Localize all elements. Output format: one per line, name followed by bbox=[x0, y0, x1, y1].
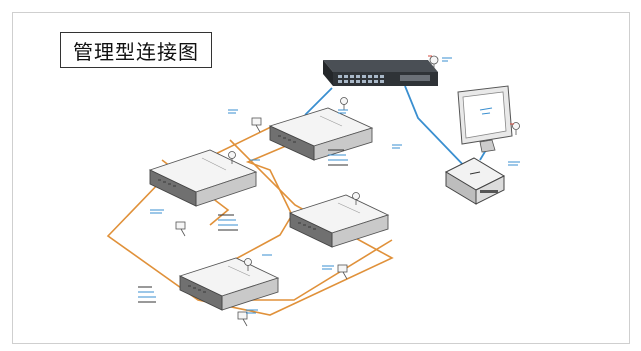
power-adapter-icon bbox=[251, 117, 262, 133]
power-adapter-icon bbox=[237, 311, 248, 327]
diagram-title: 管理型连接图 bbox=[60, 32, 212, 68]
camera-icon bbox=[352, 192, 360, 205]
core-switch bbox=[323, 60, 438, 86]
monitor bbox=[457, 85, 513, 153]
uplink-cable-right bbox=[404, 85, 471, 173]
device-icons bbox=[175, 55, 520, 327]
poe-switch-3 bbox=[288, 194, 390, 248]
core-switch-label-plate bbox=[400, 75, 430, 81]
camera-icon bbox=[340, 97, 348, 110]
diagram-title-text: 管理型连接图 bbox=[73, 39, 199, 64]
monitor-screen bbox=[462, 91, 507, 139]
power-adapter-icon bbox=[337, 264, 348, 280]
camera-icon bbox=[512, 122, 520, 135]
ring-cable-inner bbox=[228, 139, 393, 301]
poe-switch-1 bbox=[268, 107, 374, 161]
nvr-side bbox=[445, 171, 477, 205]
poe-switch-4 bbox=[178, 257, 280, 311]
camera-icon bbox=[244, 258, 252, 271]
core-switch-top bbox=[323, 60, 438, 72]
monitor-stand bbox=[479, 139, 496, 153]
core-switch-side bbox=[323, 60, 333, 86]
camera-icon bbox=[429, 55, 439, 70]
nvr-recorder bbox=[444, 157, 506, 205]
power-adapter-icon bbox=[175, 221, 186, 237]
label-marks bbox=[138, 55, 520, 314]
camera-icon bbox=[228, 151, 236, 164]
nvr-port-strip bbox=[480, 190, 498, 193]
uplink-cable-left bbox=[304, 87, 333, 116]
core-switch-ports bbox=[338, 75, 384, 83]
poe-switch-2 bbox=[148, 149, 258, 207]
